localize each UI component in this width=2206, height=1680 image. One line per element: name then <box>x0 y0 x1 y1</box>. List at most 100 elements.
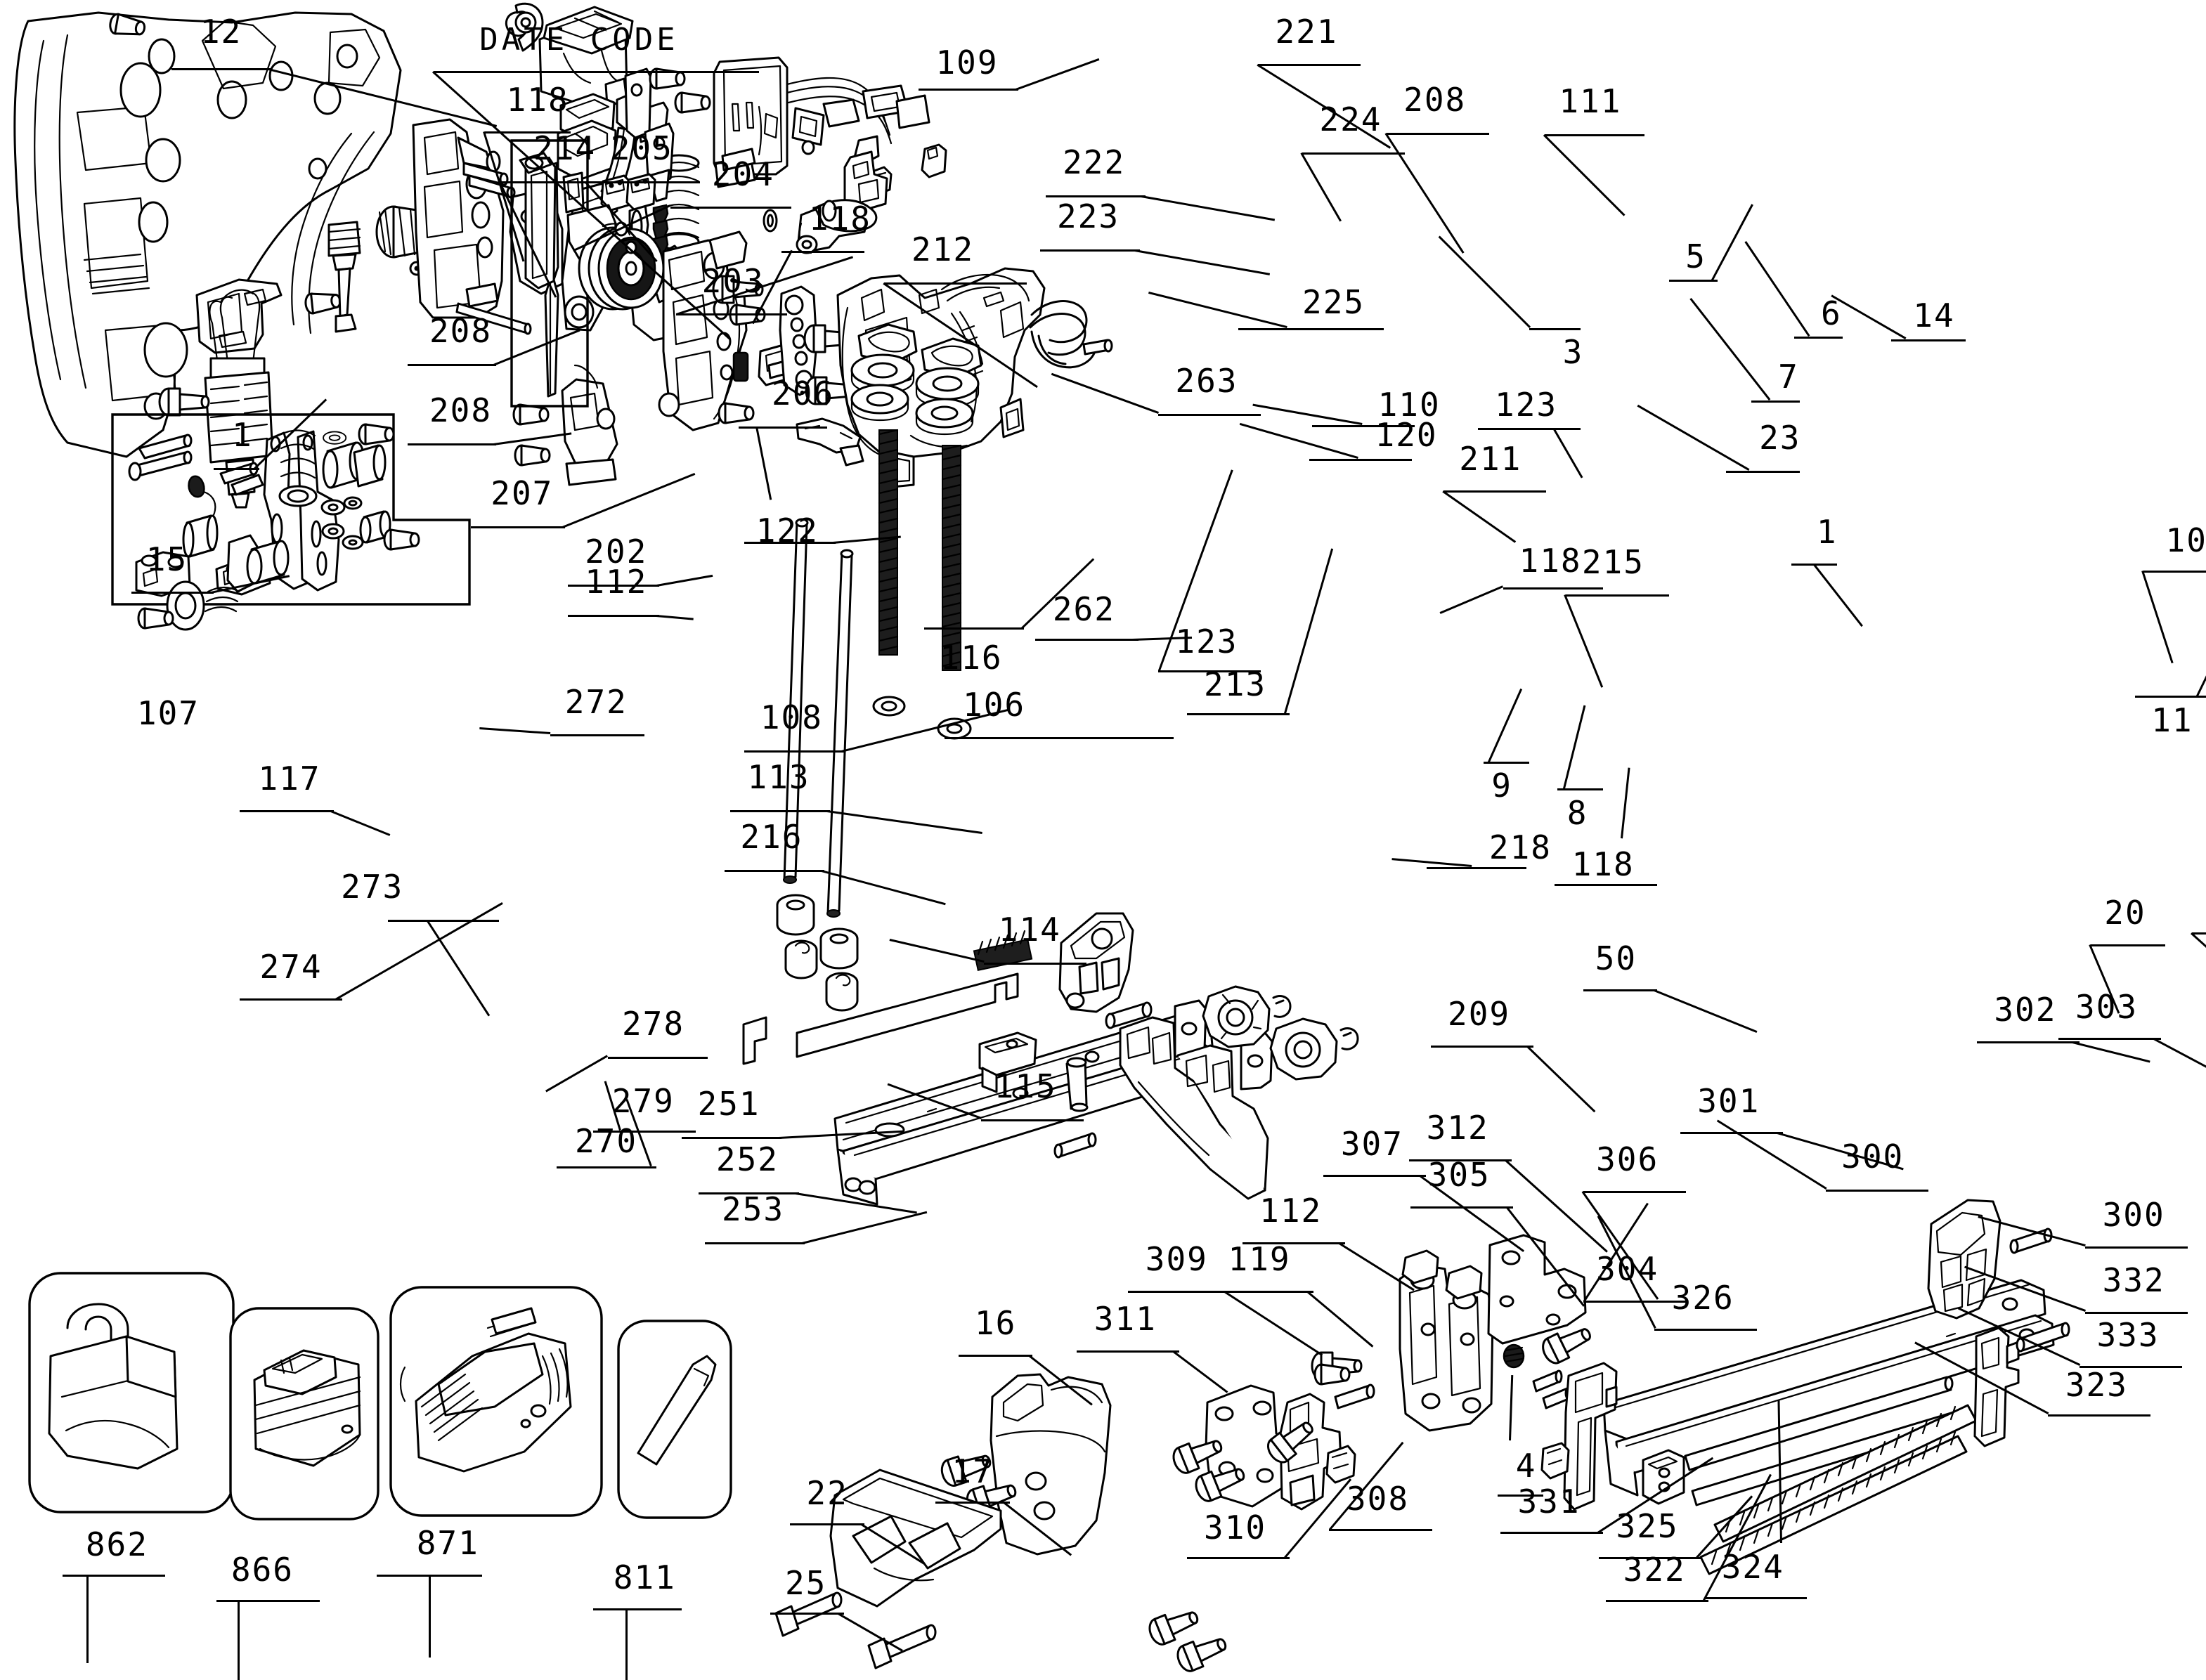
leader-line <box>562 472 695 528</box>
assembly-207 <box>561 364 618 486</box>
fastener-117 <box>158 387 210 417</box>
callout-underline <box>1443 490 1546 493</box>
leader-line <box>1777 1400 1782 1543</box>
washer-113-b <box>915 367 980 408</box>
callout-c322: 322 <box>1623 1551 1686 1589</box>
leader-line <box>837 1613 903 1652</box>
plate-27-b <box>1240 1031 1273 1090</box>
callout-c302: 302 <box>1994 990 2057 1029</box>
plate-309 <box>1205 1384 1285 1508</box>
callout-underline <box>884 282 1027 285</box>
callout-underline <box>1483 761 1529 764</box>
callout-underline <box>924 627 1025 630</box>
leader-line <box>1141 195 1275 221</box>
bushing-305 <box>1503 1343 1525 1369</box>
callout-c9: 9 <box>1491 767 1512 805</box>
callout-c25: 25 <box>784 1563 827 1602</box>
clip-253-b <box>825 972 859 1012</box>
callout-underline <box>790 1523 864 1525</box>
callout-c11: 11 <box>2151 701 2193 739</box>
callout-underline <box>1410 1206 1514 1209</box>
callout-c212: 212 <box>911 230 975 269</box>
leader-line <box>335 901 503 1001</box>
callout-c262: 262 <box>1052 590 1115 628</box>
callout-underline <box>2192 932 2206 935</box>
callout-c115: 115 <box>994 1067 1057 1106</box>
leader-line <box>1978 1215 2086 1246</box>
callout-underline <box>2058 1038 2161 1041</box>
leader-line <box>1689 298 1770 401</box>
callout-c325: 325 <box>1616 1506 1679 1545</box>
callout-underline <box>744 750 845 753</box>
callout-underline <box>1566 594 1669 597</box>
leader-line <box>1338 1242 1415 1291</box>
callout-c19: 19 <box>2202 887 2206 919</box>
callout-underline <box>1211 1290 1314 1293</box>
callout-underline <box>744 542 836 545</box>
accessory-box-811 <box>617 1320 732 1519</box>
leader-line <box>432 71 731 340</box>
callout-c118c: 118 <box>1519 541 1582 580</box>
callout-underline <box>935 1502 1010 1504</box>
leader-line <box>1439 585 1504 615</box>
callout-c311: 311 <box>1094 1300 1157 1339</box>
callout-c307: 307 <box>1340 1124 1403 1163</box>
leader-line <box>1002 1502 1072 1556</box>
bracket-6 <box>866 166 893 197</box>
leader-line <box>1563 705 1586 790</box>
callout-underline <box>586 181 701 183</box>
callout-c208a: 208 <box>429 311 493 350</box>
callout-underline <box>2085 1312 2188 1315</box>
callout-underline <box>2085 1246 2188 1249</box>
callout-c871: 871 <box>416 1523 479 1562</box>
callout-underline <box>2091 944 2165 946</box>
leader-line <box>2191 932 2206 990</box>
bolt-25-b <box>867 1624 937 1669</box>
callout-c308: 308 <box>1346 1480 1410 1518</box>
rod-251-b <box>826 549 854 918</box>
leader-line <box>1958 1307 2081 1367</box>
leader-line <box>656 614 694 620</box>
pin-303 <box>1065 1057 1089 1112</box>
leader-line <box>479 727 551 735</box>
rotor-206 <box>375 205 443 259</box>
pin-18 <box>1105 1001 1153 1029</box>
callout-underline <box>1704 1597 1808 1600</box>
bushing-252-a <box>776 894 815 936</box>
plate-27-a <box>1174 999 1207 1058</box>
callout-c122: 122 <box>755 511 819 549</box>
callout-underline <box>1583 1300 1686 1303</box>
washer-113-c <box>850 384 909 422</box>
pin-300-a <box>1053 1132 1097 1159</box>
callout-c203: 203 <box>701 261 765 300</box>
leader-line <box>1442 490 1516 543</box>
callout-underline <box>1309 459 1413 462</box>
clip-26-b <box>1339 1027 1359 1050</box>
driver-202 <box>327 221 361 333</box>
leader-line <box>2141 570 2174 663</box>
callout-c204: 204 <box>711 155 774 193</box>
leader-line <box>625 1608 628 1680</box>
leader-line <box>1283 1478 1351 1559</box>
callout-underline <box>239 998 343 1001</box>
callout-c4: 4 <box>1515 1447 1537 1485</box>
callout-c116: 116 <box>940 638 1003 677</box>
callout-c209: 209 <box>1448 994 1511 1033</box>
leader-line <box>1438 235 1531 328</box>
callout-c111: 111 <box>1559 82 1622 121</box>
spring-114-b <box>941 444 962 671</box>
callout-underline <box>1323 1175 1427 1178</box>
callout-c6: 6 <box>1821 294 1842 333</box>
spring-204 <box>658 154 700 251</box>
callout-c278: 278 <box>621 1005 685 1043</box>
callout-c50: 50 <box>1595 939 1637 977</box>
callout-c8: 8 <box>1566 793 1588 832</box>
leader-line <box>1831 294 1907 340</box>
leader-line <box>1552 427 1583 478</box>
housing-left-half <box>13 11 402 458</box>
callout-c224: 224 <box>1319 100 1382 139</box>
callout-c274: 274 <box>259 948 323 986</box>
callout-c304: 304 <box>1596 1250 1659 1289</box>
callout-underline <box>408 443 497 446</box>
